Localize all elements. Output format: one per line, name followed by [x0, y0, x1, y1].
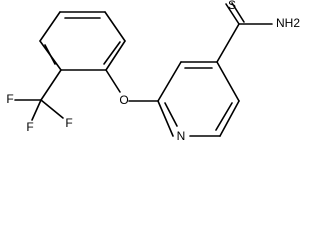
atom-nitrogen-label: N [177, 129, 186, 143]
thioamide-group [216, 2, 273, 63]
bond-c-f-right [40, 99, 64, 119]
atom-sulfur-label: S [228, 0, 236, 12]
bond-c-f-down [31, 99, 42, 121]
atom-fluorine-label: F [65, 116, 72, 130]
structure-diagram: S NH2 O N F F F [6, 0, 300, 143]
bond-pyridine-4-inner [215, 102, 233, 131]
bond-phenyl-3 [105, 40, 126, 71]
bond-pyridine-4 [219, 100, 240, 137]
bond-phenyl-6 [39, 11, 61, 42]
atom-fluorine-label: F [6, 92, 13, 106]
bond-pyridine-6 [157, 100, 174, 137]
atom-oxygen-label: O [119, 93, 128, 107]
atom-amine-label: NH2 [276, 16, 300, 30]
molecule-canvas: S NH2 O N F F F [6, 0, 301, 144]
pyridine-ring [157, 61, 240, 137]
ether-linkage [105, 69, 159, 102]
phenyl-ring [39, 11, 126, 71]
bond-phenyl-2 [104, 11, 126, 42]
bond-phenyl-3-inner [103, 41, 121, 65]
trifluoromethyl-group [14, 69, 64, 121]
bond-pyridine-3 [216, 61, 240, 102]
atom-fluorine-label: F [26, 120, 33, 134]
bond-pyridine-1 [157, 61, 182, 102]
bond-pyridine-6-inner [164, 102, 178, 127]
bond-aryl-cf3 [40, 69, 62, 101]
bond-pyridine-thioamide [216, 23, 240, 63]
bond-c-s-2 [231, 2, 245, 23]
bond-phenyl-5-inner [44, 44, 56, 65]
bond-phenyl-o [105, 69, 121, 93]
bond-c-s-1 [225, 3, 240, 25]
